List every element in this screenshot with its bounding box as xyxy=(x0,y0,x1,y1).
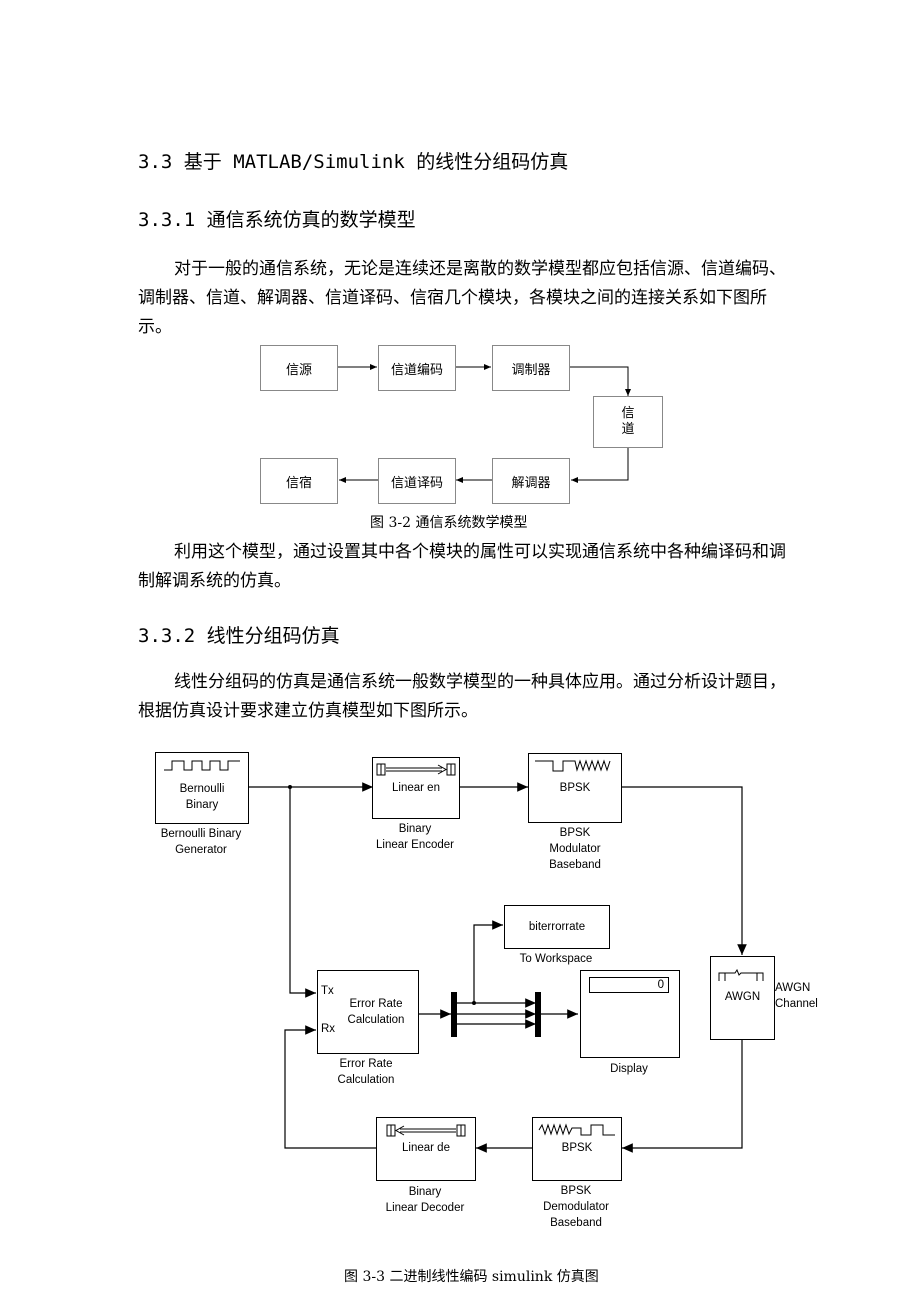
decoder-arrow-icon xyxy=(386,1124,466,1137)
fig32-caption: 图 3-2 通信系统数学模型 xyxy=(370,515,528,531)
fig32-sink: 信宿 xyxy=(260,458,338,504)
bernoulli-label: Bernoulli Binary Generator xyxy=(160,828,242,856)
awgn-label: AWGN Channel xyxy=(775,982,818,1010)
mux-bar xyxy=(535,992,541,1037)
linear-decoder-block: Linear de xyxy=(376,1117,476,1181)
display-block: 0 xyxy=(580,970,680,1058)
bpsk-modulator-label: BPSK Modulator Baseband xyxy=(549,827,601,871)
demux-bar xyxy=(451,992,457,1037)
fig32-channel-encoder: 信道编码 xyxy=(378,345,456,391)
modulation-wave-icon xyxy=(535,759,611,772)
fig32-channel-decoder: 信道译码 xyxy=(378,458,456,504)
linear-decoder-label: Binary Linear Decoder xyxy=(385,1186,465,1214)
error-rate-block: Tx Rx Error Rate Calculation xyxy=(317,970,419,1054)
fig32-channel: 信 道 xyxy=(593,396,663,448)
display-label: Display xyxy=(610,1063,648,1075)
paragraph-2: 利用这个模型，通过设置其中各个模块的属性可以实现通信系统中各种编译码和调制解调系… xyxy=(138,542,786,591)
linear-encoder-block: Linear en xyxy=(372,757,460,819)
fig33-caption: 图 3-3 二进制线性编码 simulink 仿真图 xyxy=(344,1269,599,1285)
bpsk-demodulator-block: BPSK xyxy=(532,1117,622,1181)
demodulation-wave-icon xyxy=(538,1123,615,1136)
section-heading-3-3-2: 3.3.2 线性分组码仿真 xyxy=(138,625,340,647)
fig32-modulator: 调制器 xyxy=(492,345,570,391)
tx-port-label: Tx xyxy=(321,985,334,997)
noise-icon xyxy=(718,969,764,981)
linear-encoder-label: Binary Linear Encoder xyxy=(376,823,454,851)
fig32-source: 信源 xyxy=(260,345,338,391)
fig32-demodulator: 解调器 xyxy=(492,458,570,504)
awgn-block: AWGN xyxy=(710,956,775,1040)
bernoulli-binary-block: Bernoulli Binary xyxy=(155,752,249,824)
rx-port-label: Rx xyxy=(321,1023,336,1035)
paragraph-1: 对于一般的通信系统，无论是连续还是离散的数学模型都应包括信源、信道编码、调制器、… xyxy=(138,259,786,337)
to-workspace-block: biterrorrate xyxy=(504,905,610,949)
display-readout: 0 xyxy=(589,977,669,993)
pulse-train-icon xyxy=(164,760,240,771)
bpsk-demodulator-label: BPSK Demodulator Baseband xyxy=(543,1185,609,1229)
bpsk-modulator-block: BPSK xyxy=(528,753,622,823)
paragraph-3: 线性分组码的仿真是通信系统一般数学模型的一种具体应用。通过分析设计题目，根据仿真… xyxy=(138,672,786,721)
error-rate-label: Error Rate Calculation xyxy=(337,1058,395,1086)
encoder-arrow-icon xyxy=(376,763,456,776)
to-workspace-label: To Workspace xyxy=(519,953,593,965)
section-heading-3-3-1: 3.3.1 通信系统仿真的数学模型 xyxy=(138,209,416,231)
section-heading-3-3: 3.3 基于 MATLAB/Simulink 的线性分组码仿真 xyxy=(138,151,569,173)
